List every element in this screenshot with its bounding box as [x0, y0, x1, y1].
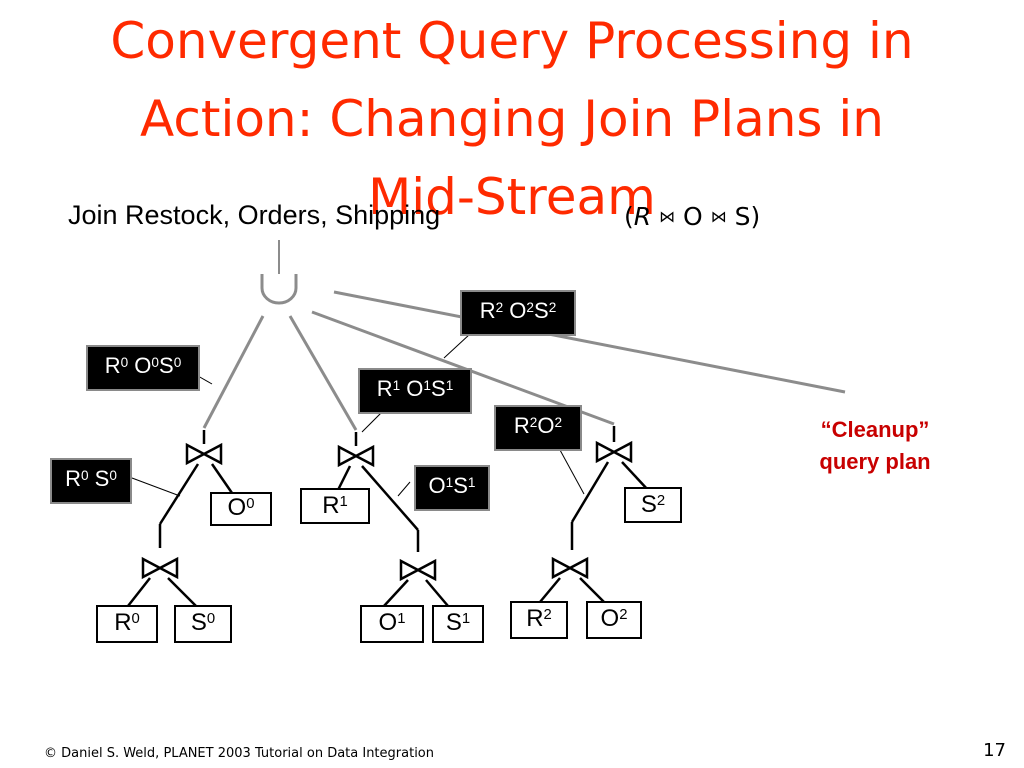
- plan-edges: [127, 426, 649, 607]
- join-icon: [337, 445, 375, 467]
- footer-credit: © Daniel S. Weld, PLANET 2003 Tutorial o…: [44, 746, 434, 761]
- label-r0s0: R0 S0: [50, 458, 132, 504]
- cleanup-plan-label: “Cleanup” query plan: [819, 417, 931, 474]
- join-icon: [399, 559, 437, 581]
- join-icon: [141, 557, 179, 579]
- relation-r0: R0: [96, 605, 158, 643]
- title-line-1: Convergent Query Processing in: [110, 12, 914, 70]
- relation-o2: O2: [586, 601, 642, 639]
- subtitle: Join Restock, Orders, Shipping: [68, 200, 441, 230]
- relation-o1: O1: [360, 605, 424, 643]
- relation-o0: O0: [210, 492, 272, 526]
- join-icon: [185, 443, 223, 465]
- title-line-2: Action: Changing Join Plans in: [140, 90, 884, 148]
- union-icon: [260, 240, 298, 305]
- relation-s2: S2: [624, 487, 682, 523]
- relation-s0: S0: [174, 605, 232, 643]
- slide-title: Convergent Query Processing in Action: C…: [20, 2, 1004, 236]
- label-r1o1s1: R1 O1S1: [358, 368, 472, 414]
- label-r0o0s0: R0 O0S0: [86, 345, 200, 391]
- label-pointers: [131, 333, 585, 497]
- label-r2o2s2: R2 O2S2: [460, 290, 576, 336]
- relation-s1: S1: [432, 605, 484, 643]
- label-o1s1: O1S1: [414, 465, 490, 511]
- join-icon: [551, 557, 589, 579]
- join-expression: (R ⋈ O ⋈ S): [624, 202, 761, 231]
- label-r2o2: R2O2: [494, 405, 582, 451]
- title-line-3: Mid-Stream: [368, 168, 656, 226]
- join-icon: [595, 441, 633, 463]
- relation-r2: R2: [510, 601, 568, 639]
- relation-r1: R1: [300, 488, 370, 524]
- page-number: 17: [983, 740, 1006, 761]
